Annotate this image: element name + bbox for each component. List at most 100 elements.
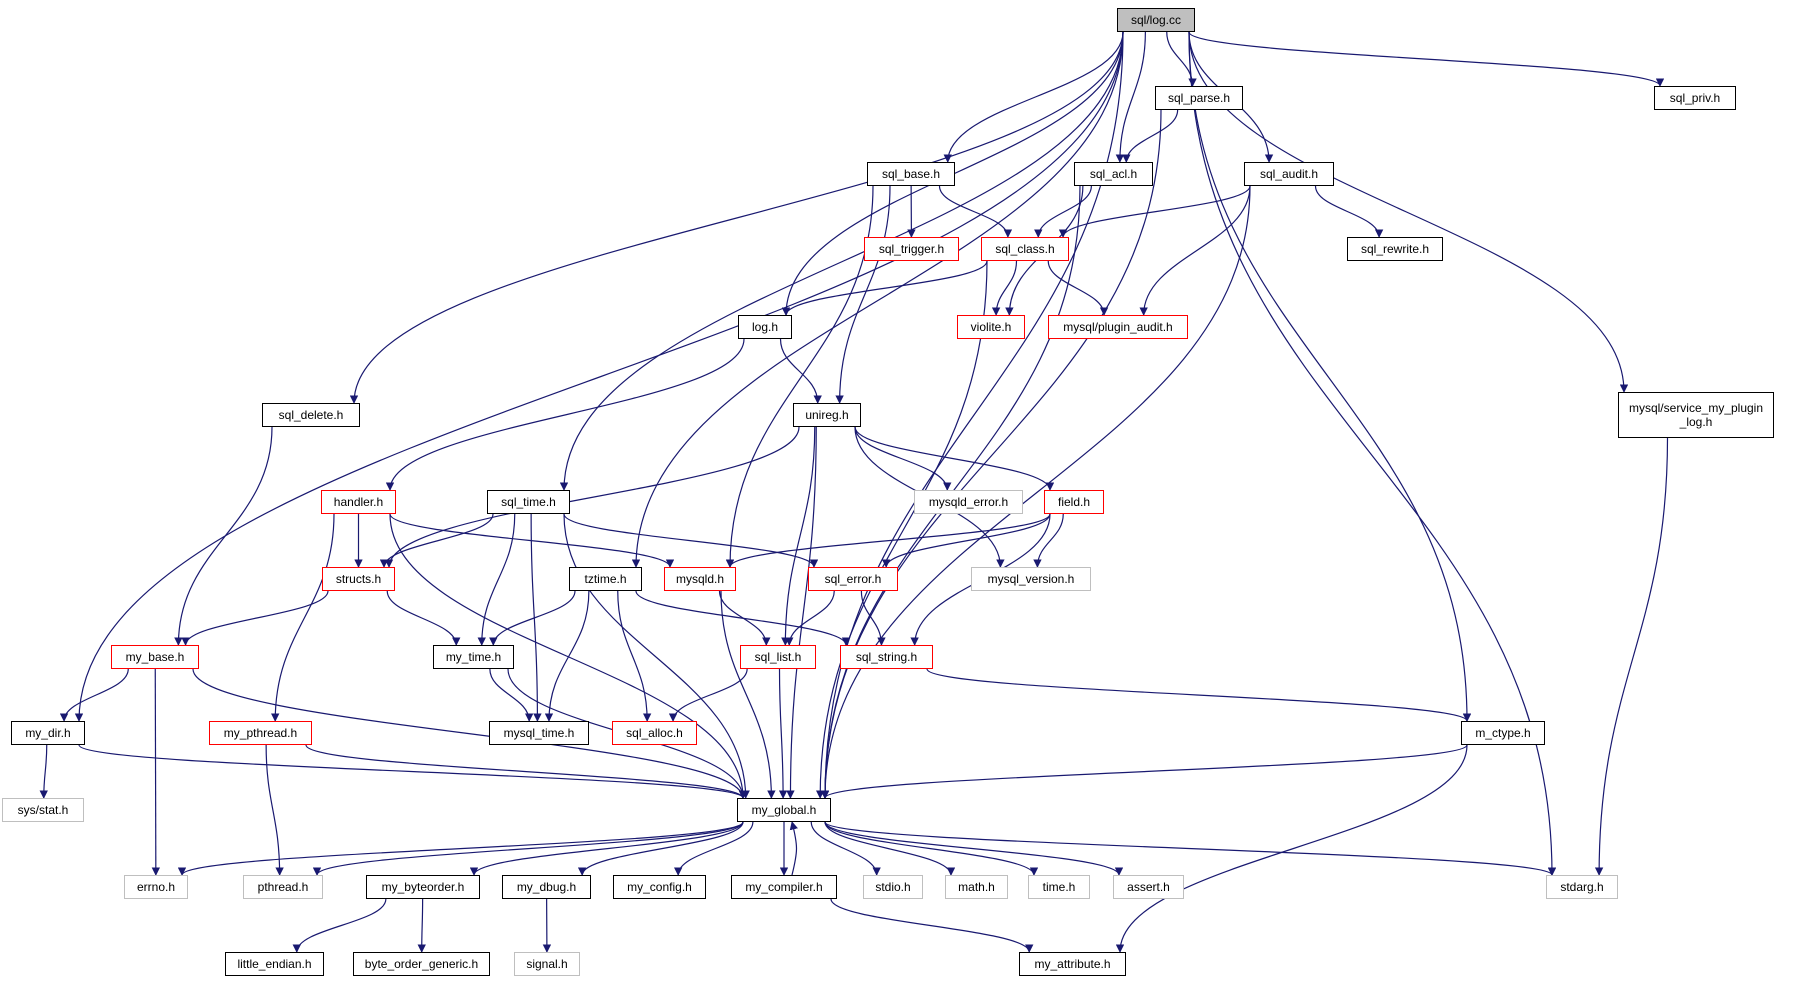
edge-root-to-sql_time xyxy=(559,31,1124,491)
edge-my_global-to-stdarg xyxy=(824,821,1556,876)
edge-my_global-to-time xyxy=(824,821,1039,876)
node-little-endian-h[interactable]: little_endian.h xyxy=(225,952,324,976)
node-label: sys/stat.h xyxy=(17,803,69,817)
node-label: my_dbug.h xyxy=(516,880,577,894)
node-sql-error-h[interactable]: sql_error.h xyxy=(808,567,898,591)
node-my-attribute-h[interactable]: my_attribute.h xyxy=(1019,952,1126,976)
node-signal-h[interactable]: signal.h xyxy=(514,952,580,976)
node-my-config-h[interactable]: my_config.h xyxy=(613,875,706,899)
edge-tztime-to-sql_alloc xyxy=(617,590,652,722)
edge-my_global-to-my_dbug xyxy=(577,821,744,876)
node-label-line-2: _log.h xyxy=(1679,415,1713,429)
node-label: handler.h xyxy=(333,495,384,509)
edge-tztime-to-my_time xyxy=(489,590,576,646)
node-sql-alloc-h[interactable]: sql_alloc.h xyxy=(612,721,697,745)
node-sql-audit-h[interactable]: sql_audit.h xyxy=(1244,162,1334,186)
edge-my_global-to-pthread xyxy=(312,821,744,876)
node-label: sql_rewrite.h xyxy=(1360,242,1430,256)
edge-sql_string-to-m_ctype xyxy=(926,668,1472,722)
node-sql-parse-h[interactable]: sql_parse.h xyxy=(1155,86,1243,110)
edge-sql_audit-to-my_global xyxy=(820,185,1251,799)
node-my-byteorder-h[interactable]: my_byteorder.h xyxy=(366,875,480,899)
node-tztime-h[interactable]: tztime.h xyxy=(569,567,642,591)
edge-root-to-my_global xyxy=(820,31,1124,799)
node-mysql-time-h[interactable]: mysql_time.h xyxy=(489,721,589,745)
node-my-dir-h[interactable]: my_dir.h xyxy=(11,721,85,745)
node-label: sql_audit.h xyxy=(1259,167,1319,181)
node-m-ctype-h[interactable]: m_ctype.h xyxy=(1461,721,1545,745)
node-handler-h[interactable]: handler.h xyxy=(321,490,396,514)
node-sql-time-h[interactable]: sql_time.h xyxy=(487,490,570,514)
node-sql-base-h[interactable]: sql_base.h xyxy=(867,162,955,186)
node-label: tztime.h xyxy=(584,572,627,586)
node-field-h[interactable]: field.h xyxy=(1044,490,1104,514)
node-label: field.h xyxy=(1057,495,1091,509)
node-violite-h[interactable]: violite.h xyxy=(957,315,1025,339)
node-my-pthread-h[interactable]: my_pthread.h xyxy=(209,721,312,745)
edge-mysqld-to-my_global xyxy=(720,590,776,799)
node-sql-log-cc[interactable]: sql/log.cc xyxy=(1117,8,1195,32)
edge-sql_audit-to-sql_class xyxy=(1058,185,1251,238)
node-mysql-service-my-plugin-log-h[interactable]: mysql/service_my_plugin _log.h xyxy=(1618,392,1774,438)
edge-structs-to-my_base xyxy=(181,590,329,646)
node-mysqld-error-h[interactable]: mysqld_error.h xyxy=(914,490,1023,514)
node-label: sql_string.h xyxy=(855,650,918,664)
edge-sql_base-to-mysqld xyxy=(725,185,874,568)
node-label: sql_error.h xyxy=(824,572,882,586)
edge-handler-to-my_pthread xyxy=(271,513,335,722)
node-label: log.h xyxy=(751,320,779,334)
node-sql-delete-h[interactable]: sql_delete.h xyxy=(262,403,360,427)
node-structs-h[interactable]: structs.h xyxy=(322,567,395,591)
node-assert-h[interactable]: assert.h xyxy=(1113,875,1184,899)
edge-unireg-to-mysqld_error xyxy=(854,426,952,491)
node-my-global-h[interactable]: my_global.h xyxy=(737,798,831,822)
node-label: sql_trigger.h xyxy=(878,242,945,256)
edge-my_global-to-errno xyxy=(177,821,744,876)
node-stdio-h[interactable]: stdio.h xyxy=(863,875,923,899)
node-sql-rewrite-h[interactable]: sql_rewrite.h xyxy=(1347,237,1443,261)
edge-field-to-sql_error xyxy=(882,513,1051,568)
node-label: sql_alloc.h xyxy=(626,726,683,740)
node-sql-list-h[interactable]: sql_list.h xyxy=(740,645,816,669)
edge-my_base-to-my_dir xyxy=(59,668,129,722)
node-label: mysql_version.h xyxy=(987,572,1075,586)
node-sql-acl-h[interactable]: sql_acl.h xyxy=(1074,162,1153,186)
node-mysql-version-h[interactable]: mysql_version.h xyxy=(971,567,1091,591)
node-label: my_pthread.h xyxy=(223,726,298,740)
node-mysqld-h[interactable]: mysqld.h xyxy=(664,567,736,591)
edge-sql_audit-to-sql_rewrite xyxy=(1314,185,1384,238)
node-byte-order-generic-h[interactable]: byte_order_generic.h xyxy=(353,952,490,976)
edge-field-to-mysqld xyxy=(725,513,1051,568)
node-my-time-h[interactable]: my_time.h xyxy=(433,645,514,669)
node-label: my_dir.h xyxy=(25,726,71,740)
edge-root-to-service_plugin_log xyxy=(1188,31,1629,393)
node-my-compiler-h[interactable]: my_compiler.h xyxy=(731,875,837,899)
edge-my_base-to-errno xyxy=(151,668,161,876)
node-sql-string-h[interactable]: sql_string.h xyxy=(840,645,933,669)
edge-unireg-to-sql_list xyxy=(781,426,816,646)
node-pthread-h[interactable]: pthread.h xyxy=(243,875,323,899)
edge-m_ctype-to-my_global xyxy=(821,744,1468,799)
node-stdarg-h[interactable]: stdarg.h xyxy=(1546,875,1618,899)
node-unireg-h[interactable]: unireg.h xyxy=(793,403,861,427)
edge-root-to-sql_delete xyxy=(349,31,1124,404)
node-my-base-h[interactable]: my_base.h xyxy=(111,645,199,669)
node-label: m_ctype.h xyxy=(1475,726,1531,740)
edge-root-to-stdarg xyxy=(1188,31,1557,876)
node-time-h[interactable]: time.h xyxy=(1028,875,1090,899)
node-sql-priv-h[interactable]: sql_priv.h xyxy=(1654,86,1736,110)
node-sys-stat-h[interactable]: sys/stat.h xyxy=(2,798,84,822)
node-log-h[interactable]: log.h xyxy=(738,315,792,339)
edge-root-to-m_ctype xyxy=(1188,31,1472,722)
node-label: mysqld_error.h xyxy=(928,495,1009,509)
edge-root-to-sql_acl xyxy=(1115,31,1146,163)
node-errno-h[interactable]: errno.h xyxy=(124,875,188,899)
edge-sql_time-to-sql_error xyxy=(563,513,819,568)
node-math-h[interactable]: math.h xyxy=(945,875,1008,899)
node-mysql-plugin-audit-h[interactable]: mysql/plugin_audit.h xyxy=(1048,315,1188,339)
edge-sql_base-to-unireg xyxy=(835,185,891,404)
node-sql-trigger-h[interactable]: sql_trigger.h xyxy=(864,237,959,261)
node-my-dbug-h[interactable]: my_dbug.h xyxy=(502,875,591,899)
node-sql-class-h[interactable]: sql_class.h xyxy=(981,237,1069,261)
